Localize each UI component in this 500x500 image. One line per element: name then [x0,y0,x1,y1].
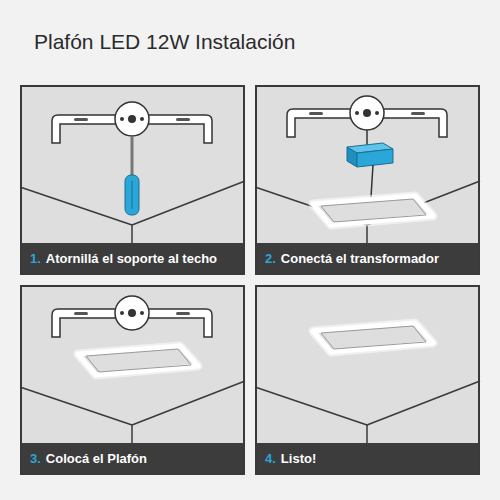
page-title: Plafón LED 12W Instalación [34,30,295,54]
step-number: 4. [265,451,276,466]
step-number: 3. [30,451,41,466]
caption-bar: 2. Conectá el transformador [257,243,478,273]
caption-bar: 1. Atornillá el soporte al techo [22,243,243,273]
step-number: 2. [265,251,276,266]
step-1-art [20,85,245,275]
caption-bar: 4. Listo! [257,443,478,473]
step-panel: 3. Colocá el Plafón [20,285,245,475]
step-panel: 1. Atornillá el soporte al techo [20,85,245,275]
step-2-art [255,85,480,275]
caption-bar: 3. Colocá el Plafón [22,443,243,473]
step-3-art [20,285,245,475]
step-panel: 2. Conectá el transformador [255,85,480,275]
step-caption: Conectá el transformador [281,251,439,266]
step-number: 1. [30,251,41,266]
step-caption: Colocá el Plafón [46,451,147,466]
step-caption: Listo! [281,451,316,466]
step-caption: Atornillá el soporte al techo [46,251,217,266]
step-4-art [255,285,480,475]
step-panel: 4. Listo! [255,285,480,475]
